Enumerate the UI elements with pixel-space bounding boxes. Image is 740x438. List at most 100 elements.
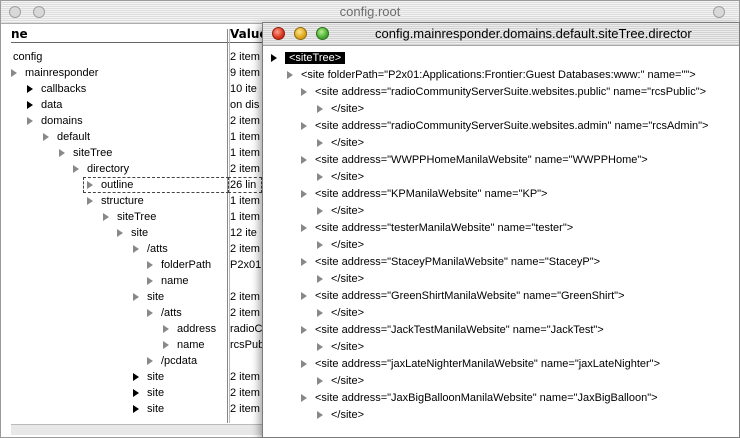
xml-root-node[interactable]: <siteTree> — [285, 52, 346, 64]
disclosure-triangle-icon[interactable] — [163, 341, 169, 350]
disclosure-triangle-icon[interactable] — [133, 373, 139, 382]
xml-row[interactable]: <site address="testerManilaWebsite" name… — [301, 220, 573, 236]
xml-row[interactable]: </site> — [317, 135, 364, 151]
xml-row[interactable]: <site address="radioCommunityServerSuite… — [301, 118, 708, 134]
disclosure-triangle-icon[interactable] — [73, 165, 79, 174]
disclosure-triangle-icon[interactable] — [27, 85, 33, 94]
disclosure-triangle-icon[interactable] — [43, 133, 49, 142]
column-header-name[interactable]: ne — [11, 27, 28, 41]
xml-row[interactable]: <site address="WWPPHomeManilaWebsite" na… — [301, 152, 648, 168]
disclosure-triangle-icon[interactable] — [317, 207, 323, 216]
outline-row[interactable]: site — [133, 289, 164, 305]
close-button[interactable] — [272, 27, 285, 40]
xml-row[interactable]: </site> — [317, 169, 364, 185]
xml-row[interactable]: <site address="jaxLateNighterManilaWebsi… — [301, 356, 660, 372]
value-cell[interactable]: 10 ite — [230, 83, 257, 95]
disclosure-triangle-icon[interactable] — [147, 309, 153, 318]
xml-row[interactable]: </site> — [317, 101, 364, 117]
outline-row[interactable]: mainresponder — [11, 65, 98, 81]
value-cell[interactable]: 2 item — [230, 403, 260, 415]
disclosure-triangle-icon[interactable] — [317, 275, 323, 284]
column-header-value[interactable]: Value — [230, 27, 268, 41]
disclosure-triangle-icon[interactable] — [87, 197, 93, 206]
xml-row[interactable]: <site address="JaxBigBalloonManilaWebsit… — [301, 390, 658, 406]
disclosure-triangle-icon[interactable] — [301, 394, 307, 403]
value-cell[interactable]: 2 item — [230, 163, 260, 175]
xml-row[interactable]: <site address="StaceyPManilaWebsite" nam… — [301, 254, 600, 270]
disclosure-triangle-icon[interactable] — [117, 229, 123, 238]
outline-row[interactable]: site — [133, 369, 164, 385]
value-cell[interactable]: 2 item — [230, 115, 260, 127]
xml-row[interactable]: </site> — [317, 237, 364, 253]
disclosure-triangle-icon[interactable] — [163, 325, 169, 334]
xml-row[interactable]: <site address="KPManilaWebsite" name="KP… — [301, 186, 547, 202]
disclosure-triangle-icon[interactable] — [59, 149, 65, 158]
disclosure-triangle-icon[interactable] — [27, 117, 33, 126]
disclosure-triangle-icon[interactable] — [317, 139, 323, 148]
outline-row[interactable]: siteTree — [59, 145, 112, 161]
xml-row[interactable]: <site address="GreenShirtManilaWebsite" … — [301, 288, 625, 304]
outline-row[interactable]: domains — [27, 113, 83, 129]
value-cell[interactable]: 2 item — [230, 291, 260, 303]
disclosure-triangle-icon[interactable] — [317, 173, 323, 182]
outline-row[interactable]: default — [43, 129, 90, 145]
disclosure-triangle-icon[interactable] — [301, 190, 307, 199]
outline-row[interactable]: name — [163, 337, 205, 353]
disclosure-triangle-icon[interactable] — [317, 105, 323, 114]
value-cell[interactable]: radioC — [230, 323, 263, 335]
zoom-button[interactable] — [713, 6, 725, 18]
disclosure-triangle-icon[interactable] — [103, 213, 109, 222]
outline-row[interactable]: data — [27, 97, 62, 113]
xml-row[interactable]: <site address="radioCommunityServerSuite… — [301, 84, 706, 100]
value-cell[interactable]: P2x01 — [230, 259, 262, 271]
outline-row[interactable]: callbacks — [27, 81, 86, 97]
disclosure-triangle-icon[interactable] — [301, 224, 307, 233]
disclosure-triangle-icon[interactable] — [301, 360, 307, 369]
value-cell[interactable]: 9 item — [230, 67, 260, 79]
outline-row[interactable]: siteTree — [103, 209, 156, 225]
disclosure-triangle-icon[interactable] — [301, 122, 307, 131]
zoom-button[interactable] — [316, 27, 329, 40]
disclosure-triangle-icon[interactable] — [301, 156, 307, 165]
value-cell[interactable]: 2 item — [230, 51, 260, 63]
disclosure-triangle-icon[interactable] — [301, 292, 307, 301]
outline-row[interactable]: site — [133, 401, 164, 417]
xml-row[interactable]: <site folderPath="P2x01:Applications:Fro… — [287, 67, 696, 83]
disclosure-triangle-icon[interactable] — [301, 326, 307, 335]
outline-row[interactable]: structure — [87, 193, 144, 209]
xml-row[interactable]: </site> — [317, 203, 364, 219]
disclosure-triangle-icon[interactable] — [133, 245, 139, 254]
value-cell[interactable]: 2 item — [230, 243, 260, 255]
disclosure-triangle-icon[interactable] — [133, 405, 139, 414]
disclosure-triangle-icon[interactable] — [317, 411, 323, 420]
disclosure-triangle-icon[interactable] — [317, 343, 323, 352]
outline-row[interactable]: folderPath — [147, 257, 211, 273]
outline-row[interactable]: address — [163, 321, 216, 337]
close-button[interactable] — [9, 6, 21, 18]
front-window-titlebar[interactable]: config.mainresponder.domains.default.sit… — [263, 23, 739, 46]
outline-row[interactable]: /pcdata — [147, 353, 197, 369]
disclosure-triangle-icon[interactable] — [87, 181, 93, 190]
outline-row[interactable]: directory — [73, 161, 129, 177]
xml-row[interactable]: </site> — [317, 305, 364, 321]
column-divider[interactable] — [227, 29, 228, 423]
xml-row[interactable]: </site> — [317, 407, 364, 423]
outline-row[interactable]: site — [117, 225, 148, 241]
outline-row[interactable]: site — [133, 385, 164, 401]
outline-row-selected[interactable]: outline — [87, 177, 133, 193]
value-cell[interactable]: 2 item — [230, 387, 260, 399]
xml-row[interactable]: </site> — [317, 339, 364, 355]
value-cell[interactable]: 2 item — [230, 307, 260, 319]
xml-row[interactable]: <site address="JackTestManilaWebsite" na… — [301, 322, 604, 338]
disclosure-triangle-icon[interactable] — [133, 293, 139, 302]
disclosure-triangle-icon[interactable] — [301, 258, 307, 267]
disclosure-triangle-icon[interactable] — [11, 69, 17, 78]
disclosure-triangle-icon[interactable] — [287, 71, 293, 80]
outline-row[interactable]: config — [13, 51, 43, 63]
value-cell[interactable]: 1 item — [230, 131, 260, 143]
minimize-button[interactable] — [33, 6, 45, 18]
outline-row[interactable]: /atts — [133, 241, 168, 257]
value-cell[interactable]: 26 lin — [230, 179, 257, 191]
value-cell[interactable]: rcsPub — [230, 339, 265, 351]
disclosure-triangle-icon[interactable] — [317, 241, 323, 250]
